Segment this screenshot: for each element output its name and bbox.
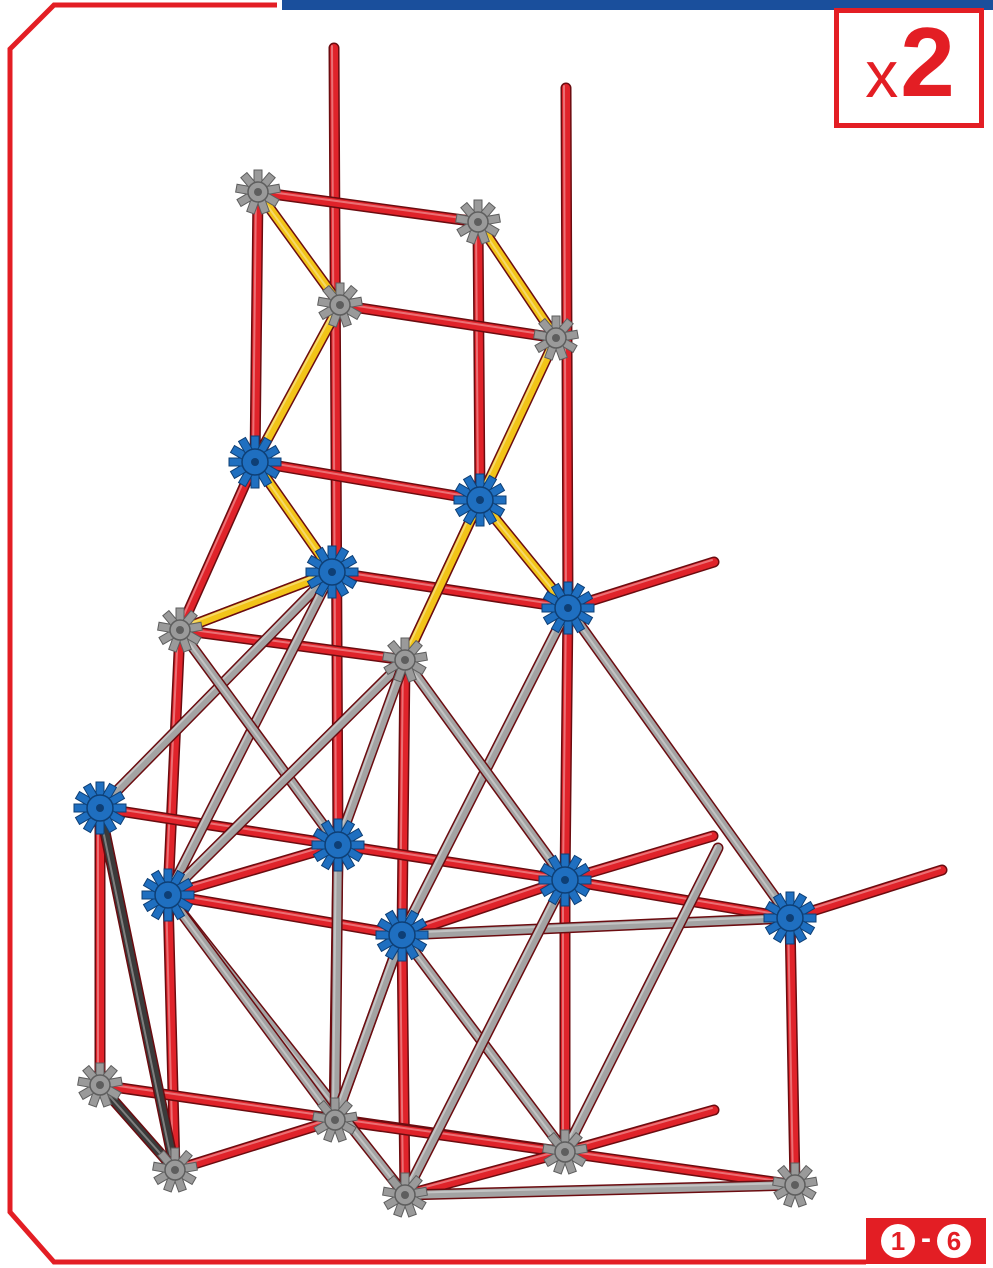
- step-range-badge: 1 - 6: [866, 1218, 986, 1264]
- red-rod: [326, 566, 574, 614]
- grey-rod: [332, 654, 411, 851]
- dark-rod: [94, 802, 181, 1176]
- grey-rod: [174, 624, 344, 851]
- grey-connector: [542, 1129, 588, 1175]
- red-rod: [334, 299, 562, 344]
- yellow-rod: [252, 186, 346, 311]
- grey-connector: [235, 169, 281, 215]
- red-rod: [249, 186, 264, 468]
- yellow-rod: [474, 332, 562, 506]
- quantity-box: x 2: [834, 8, 984, 128]
- red-rod: [252, 186, 484, 228]
- red-rod: [472, 216, 486, 506]
- red-rod: [559, 602, 574, 886]
- red-rod: [559, 874, 571, 1158]
- yellow-rod: [249, 299, 346, 468]
- step-separator: -: [921, 1222, 931, 1255]
- grey-rod: [162, 654, 411, 901]
- grey-connector: [533, 315, 579, 361]
- header-blue-bar: [282, 0, 993, 10]
- red-rod: [396, 654, 411, 941]
- grey-connector: [382, 637, 428, 683]
- frame-border: [7, 2, 866, 1265]
- red-rod: [396, 874, 571, 941]
- grey-connector: [152, 1147, 198, 1193]
- grey-connector: [317, 282, 363, 328]
- red-rod: [162, 889, 408, 941]
- step-to: 6: [937, 1224, 971, 1258]
- blue-connector: [538, 853, 592, 907]
- quantity-prefix: x: [865, 37, 899, 111]
- grey-connector: [312, 1097, 358, 1143]
- connectors-layer: [73, 169, 818, 1218]
- blue-connector: [141, 868, 195, 922]
- grey-rod: [559, 842, 724, 1158]
- grey-rod: [396, 912, 796, 941]
- grey-rod: [399, 874, 571, 1201]
- blue-connector: [541, 581, 595, 635]
- rods-layer: [94, 42, 948, 1201]
- red-rod: [162, 839, 344, 901]
- red-rod: [399, 1146, 571, 1201]
- blue-connector: [73, 781, 127, 835]
- red-rod: [169, 1114, 341, 1176]
- grey-connector: [772, 1162, 818, 1208]
- grey-connector: [455, 199, 501, 245]
- blue-connector: [453, 473, 507, 527]
- grey-rod: [399, 1179, 801, 1201]
- blue-connector: [228, 435, 282, 489]
- grey-connector: [77, 1062, 123, 1108]
- red-rod: [784, 912, 801, 1191]
- red-rod: [162, 624, 186, 901]
- blue-connector: [375, 908, 429, 962]
- grey-connector: [157, 607, 203, 653]
- grey-rod: [399, 654, 571, 886]
- blue-connector: [763, 891, 817, 945]
- grey-connector: [382, 1172, 428, 1218]
- red-rod: [559, 874, 796, 924]
- grey-rod: [329, 839, 344, 1126]
- step-from: 1: [881, 1224, 915, 1258]
- yellow-rod: [174, 566, 338, 636]
- quantity-value: 2: [900, 7, 954, 117]
- red-rod: [249, 456, 486, 506]
- red-rod: [559, 1104, 720, 1158]
- red-rod: [174, 456, 261, 636]
- red-rod: [328, 42, 344, 851]
- red-rod: [94, 802, 106, 1091]
- blue-connector: [305, 545, 359, 599]
- grey-rod: [329, 929, 408, 1126]
- red-rod: [162, 889, 181, 1176]
- red-rod: [396, 929, 411, 1201]
- blue-connector: [311, 818, 365, 872]
- yellow-rod: [399, 494, 486, 666]
- grey-rod: [94, 566, 338, 814]
- grey-rod: [162, 889, 341, 1126]
- grey-rod: [562, 602, 796, 924]
